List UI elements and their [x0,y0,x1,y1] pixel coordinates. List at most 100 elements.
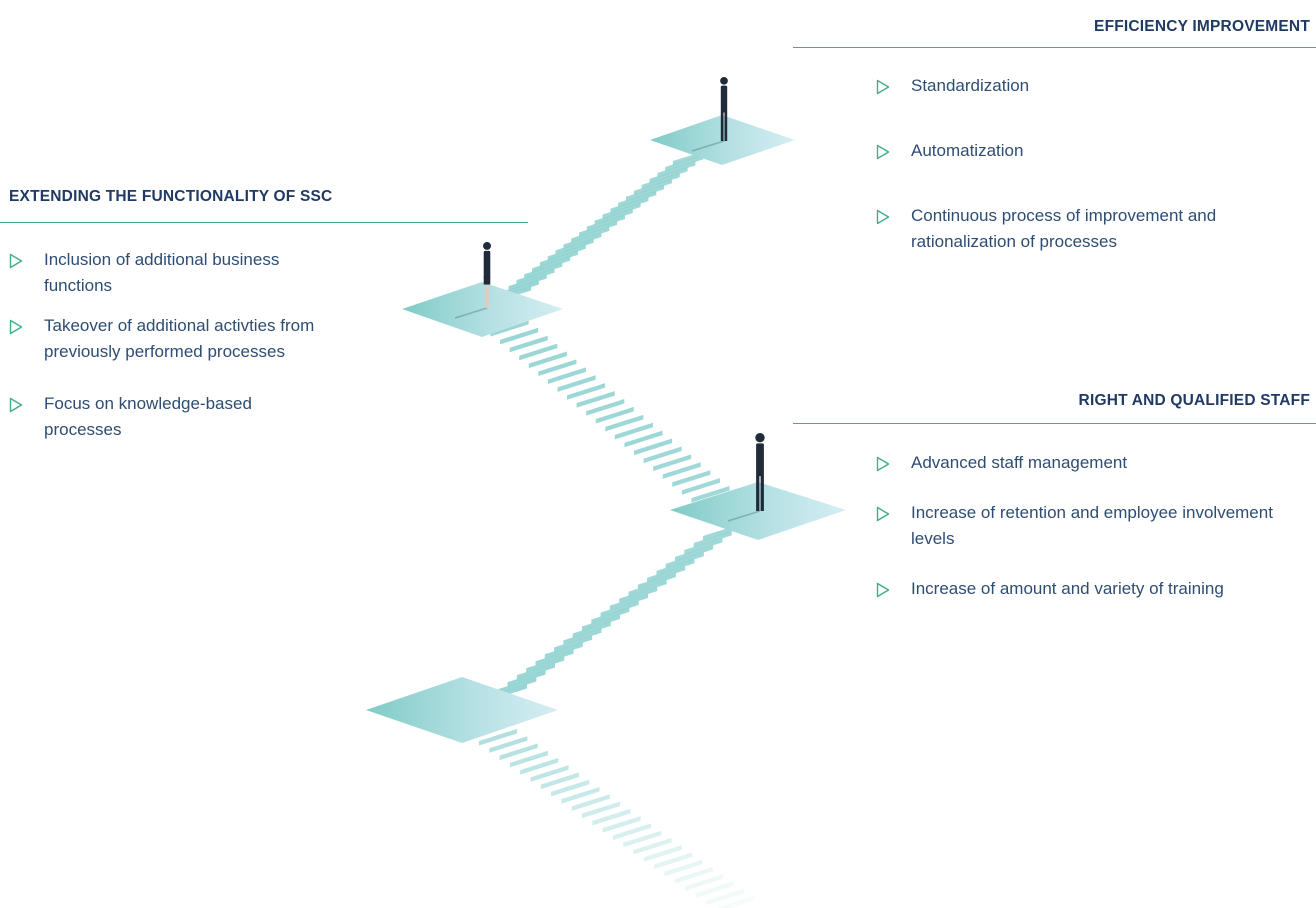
efficiency-item: Continuous process of improvement and ra… [876,203,1306,255]
staff-heading: RIGHT AND QUALIFIED STAFF [1078,392,1310,409]
stair-step [544,642,583,659]
stair-step [641,172,680,190]
stair-step [602,202,641,220]
stair-step [576,391,615,408]
stair-step [623,830,662,848]
stair-step [624,430,663,448]
stair-step [586,398,625,416]
extending-item-label: Inclusion of additional business functio… [44,250,280,295]
stair-step [591,607,630,625]
stair-step [586,214,625,232]
stair-step [649,166,688,184]
extending-item: Takeover of additional activties from pr… [9,313,329,365]
triangle-outline-icon [876,456,890,472]
person-figure [691,77,728,152]
staff-item: Increase of retention and employee invol… [876,500,1306,552]
stair-step [625,184,665,202]
stair-step [662,462,701,479]
stair-step [592,808,631,826]
stair-step [653,454,692,471]
stair-step [528,351,567,369]
extending-item-label: Takeover of additional activties from pr… [44,316,315,361]
stair-step [665,551,704,569]
stair-step [675,544,714,562]
stair-step [561,787,600,804]
stair-step [664,859,703,877]
stair-step [500,327,539,345]
stair-step [571,794,610,811]
efficiency-heading: EFFICIENCY IMPROVEMENT [1094,18,1310,35]
stair-step [478,728,518,746]
stair-step [595,406,634,424]
triangle-outline-icon [9,397,23,413]
stair-step [551,779,590,797]
stair-step [555,238,594,255]
stair-step [507,670,546,687]
stair-step [547,367,587,384]
triangle-outline-icon [876,209,890,225]
stair-step [695,881,734,899]
efficiency-item-label: Continuous process of improvement and ra… [911,206,1217,251]
stair-step [602,816,641,833]
efficiency-list: Standardization Automatization Continuou… [876,73,1306,255]
stair-step [581,801,621,819]
stair-step [633,837,672,855]
stair-step [509,750,548,768]
stair-step [672,470,711,487]
stair-step [563,628,602,645]
stair-step [594,208,633,226]
stair-step [643,446,682,464]
staff-item: Increase of amount and variety of traini… [876,576,1306,602]
stair-step [567,383,606,400]
stair-step [619,586,658,604]
stair-step [571,226,610,243]
stair-step [532,256,571,273]
efficiency-item-label: Automatization [911,141,1024,160]
stair-step [516,268,555,285]
person-figure [454,242,491,319]
efficiency-item: Standardization [876,73,1306,99]
extending-divider [0,222,528,223]
stair-step [557,375,596,392]
stair-step [610,196,649,214]
stair-step [524,262,563,279]
stair-step [628,579,667,597]
triangle-outline-icon [876,79,890,95]
stair-step [520,757,559,775]
triangle-outline-icon [876,506,890,522]
stair-step [637,572,676,590]
stair-step [716,895,755,908]
triangle-outline-icon [876,582,890,598]
stair-step [665,154,704,172]
stair-step [563,232,602,249]
platform [366,677,558,743]
stair-step [654,852,693,869]
stair-step [499,743,538,761]
stair-step [498,676,537,694]
extending-list: Inclusion of additional business functio… [9,247,329,443]
stair-step [605,414,644,432]
stair-step [633,178,672,196]
stair-step [618,190,657,208]
stair-step [581,614,621,631]
stair-step [509,335,548,353]
extending-item: Focus on knowledge-based processes [9,391,329,443]
staff-item-label: Increase of amount and variety of traini… [911,579,1224,598]
triangle-outline-icon [9,253,23,269]
stair-step [535,649,574,666]
staff-item-label: Advanced staff management [911,453,1128,472]
stair-step [609,593,649,611]
stair-step [516,663,555,680]
stair-step [538,359,577,377]
stair-step [519,343,558,361]
stair-step [489,736,528,753]
staff-list: Advanced staff management Increase of re… [876,450,1306,602]
stair-step [554,635,593,652]
stair-step [547,244,586,261]
stair-step [526,656,565,673]
stair-step [508,274,547,291]
stair-step [685,874,724,891]
stair-step [612,823,652,840]
stair-step [693,530,732,548]
